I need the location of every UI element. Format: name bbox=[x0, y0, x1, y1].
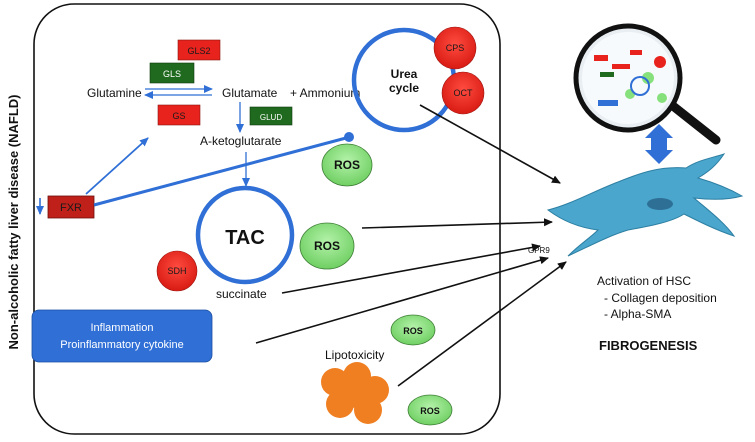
ros-3-label: ROS bbox=[403, 326, 423, 336]
enzyme-sdh: SDH bbox=[156, 250, 198, 292]
ros-1: ROS bbox=[321, 143, 373, 187]
urea-cycle-label-2: cycle bbox=[389, 81, 419, 95]
label-a-ketoglutarate: A-ketoglutarate bbox=[200, 134, 282, 148]
enzyme-cps: CPS bbox=[433, 26, 477, 70]
hsc-item-1: - Collagen deposition bbox=[604, 291, 717, 305]
lipid-droplet-icon bbox=[321, 362, 389, 424]
side-title: Non-alcoholic fatty liver disease (NAFLD… bbox=[6, 95, 21, 350]
label-succinate: succinate bbox=[216, 287, 267, 301]
double-arrow-icon bbox=[645, 124, 673, 164]
enzyme-gs: GS bbox=[157, 104, 201, 126]
arrow-ros-to-hsc bbox=[361, 218, 553, 229]
enzyme-cps-label: CPS bbox=[446, 43, 465, 53]
magnifier-icon bbox=[573, 23, 721, 145]
enzyme-gls2: GLS2 bbox=[177, 39, 221, 61]
inflammation-box: Inflammation Proinflammatory cytokine bbox=[31, 309, 213, 363]
enzyme-gs-label: GS bbox=[172, 111, 185, 121]
fxr-box: FXR bbox=[47, 195, 95, 219]
arrow-fxr-to-gs bbox=[85, 137, 149, 195]
arrow-urea-to-hsc bbox=[419, 104, 561, 184]
enzyme-gls: GLS bbox=[149, 62, 195, 84]
hsc-item-2: - Alpha-SMA bbox=[604, 307, 671, 321]
ros-2: ROS bbox=[299, 222, 355, 270]
enzyme-glud: GLUD bbox=[249, 106, 293, 126]
label-lipotoxicity: Lipotoxicity bbox=[325, 348, 384, 362]
enzyme-glud-label: GLUD bbox=[260, 113, 282, 122]
label-gpr9: GPR9 bbox=[528, 246, 550, 255]
hepatic-stellate-cell-icon bbox=[546, 153, 744, 257]
label-glutamine: Glutamine bbox=[87, 86, 142, 100]
ros-2-label: ROS bbox=[314, 239, 340, 253]
ros-4-label: ROS bbox=[420, 406, 440, 416]
inflammation-line-1: Inflammation bbox=[91, 322, 154, 334]
arrow-succinate-to-gpr9 bbox=[281, 243, 541, 294]
fxr-inhibition-line bbox=[93, 136, 347, 207]
fibrogenesis-label: FIBROGENESIS bbox=[599, 338, 698, 353]
urea-cycle-label-1: Urea bbox=[391, 67, 418, 81]
label-glutamate: Glutamate bbox=[222, 86, 278, 100]
enzyme-oct: OCT bbox=[441, 71, 485, 115]
ros-1-label: ROS bbox=[334, 158, 360, 172]
liver-cell-outline bbox=[33, 3, 501, 435]
arrow-lipotoxicity-to-hsc bbox=[397, 261, 567, 387]
enzyme-oct-label: OCT bbox=[454, 88, 474, 98]
tac-cycle-ring bbox=[195, 185, 295, 285]
arrow-inflammation-to-hsc bbox=[255, 256, 549, 344]
enzyme-gls2-label: GLS2 bbox=[187, 46, 210, 56]
inhibition-dot bbox=[344, 132, 354, 142]
inflammation-line-2: Proinflammatory cytokine bbox=[60, 339, 184, 351]
fxr-label: FXR bbox=[60, 202, 82, 214]
label-ammonium: + Ammonium bbox=[290, 86, 360, 100]
hsc-title: Activation of HSC bbox=[597, 274, 691, 288]
ros-3: ROS bbox=[390, 314, 436, 346]
enzyme-sdh-label: SDH bbox=[167, 266, 186, 276]
tac-cycle-label: TAC bbox=[225, 227, 265, 249]
ros-4: ROS bbox=[407, 394, 453, 426]
enzyme-gls-label: GLS bbox=[163, 69, 181, 79]
